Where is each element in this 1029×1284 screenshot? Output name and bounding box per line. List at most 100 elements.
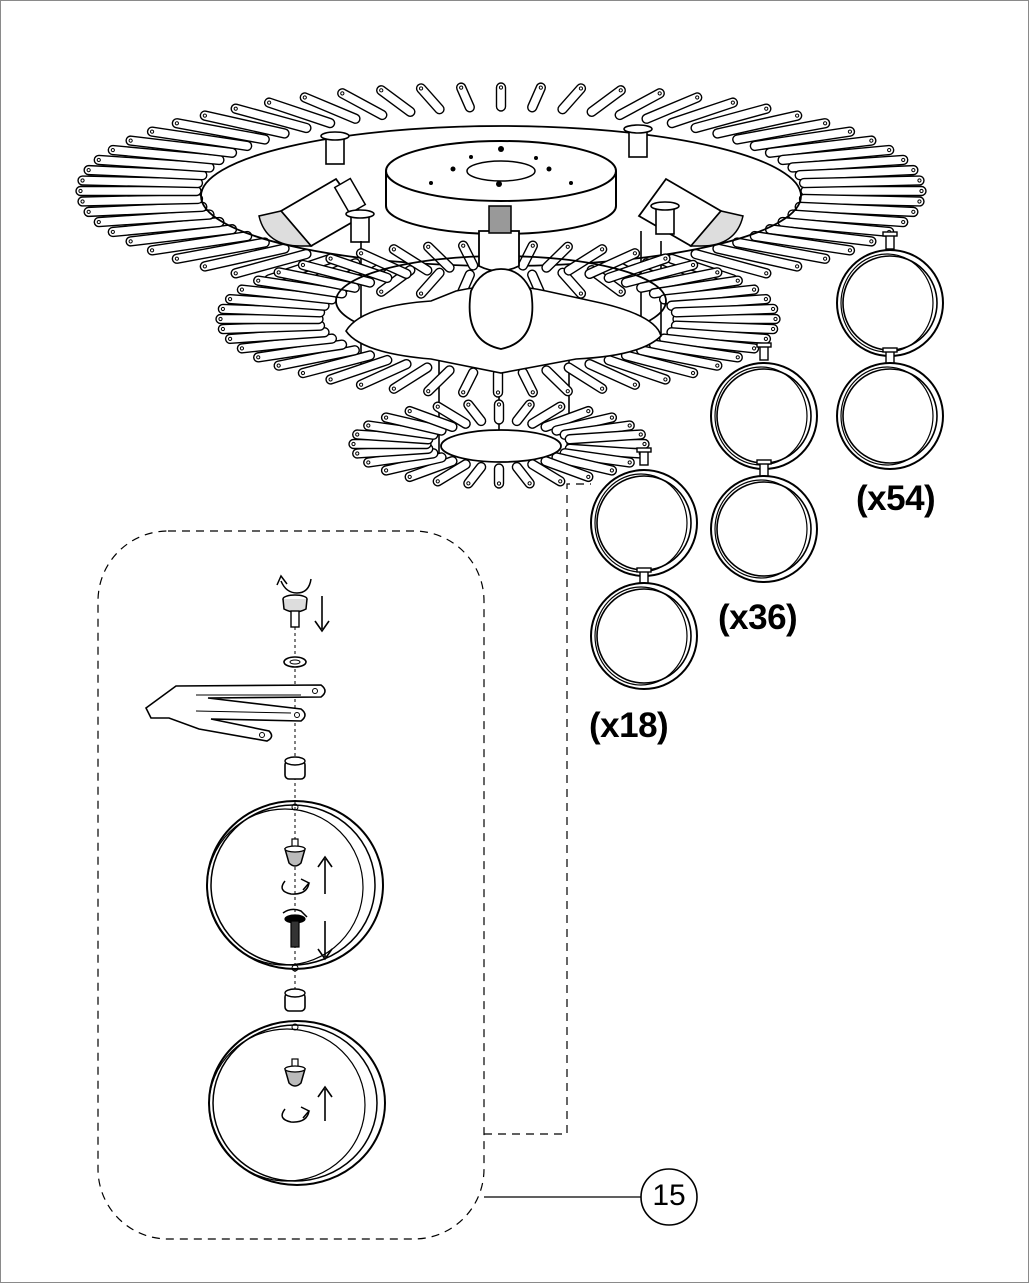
side-lamp-left: [258, 177, 367, 248]
blade: [458, 240, 479, 271]
blade: [415, 267, 445, 299]
blade: [463, 461, 487, 489]
step-number-circle: [640, 1168, 698, 1226]
down-arrow-icon: [317, 921, 333, 961]
blade: [603, 253, 671, 284]
support-posts: [320, 124, 680, 456]
blade: [171, 118, 270, 145]
ring-screw: [282, 908, 308, 948]
rotate-arrow-icon: [276, 574, 312, 594]
blade: [146, 126, 253, 152]
blade: [415, 83, 445, 115]
blade: [557, 83, 587, 115]
chandelier-fixture: [75, 82, 927, 489]
blade: [732, 237, 831, 264]
up-arrow-icon: [317, 855, 333, 894]
blade: [527, 82, 547, 113]
blade: [614, 88, 665, 121]
middle-blade-tier: [215, 240, 781, 398]
step-number: 15: [652, 1179, 686, 1212]
blade: [337, 88, 388, 121]
blade: [199, 110, 290, 139]
nut: [284, 988, 306, 1012]
blade: [458, 367, 479, 398]
blade: [517, 367, 538, 398]
callout-leader-dashed: [484, 483, 591, 1135]
blade: [563, 244, 608, 276]
blade: [230, 103, 312, 134]
blade: [376, 85, 416, 117]
center-lamp: [468, 205, 534, 350]
blade: [107, 144, 225, 166]
ring-column-long: [836, 231, 944, 470]
blade: [749, 126, 856, 152]
rotate-arrow-icon: [281, 878, 311, 895]
blade: [463, 399, 487, 427]
detail-ring-upper: [206, 800, 384, 972]
blade: [712, 243, 803, 272]
blade: [563, 362, 608, 394]
blade: [732, 118, 831, 145]
blade: [199, 243, 290, 272]
blade: [493, 399, 505, 425]
rotate-arrow-icon: [281, 1106, 311, 1123]
blade: [541, 241, 573, 273]
blade: [527, 401, 566, 429]
blade: [493, 463, 505, 489]
blade: [325, 354, 393, 385]
blade: [455, 82, 475, 113]
blade: [404, 405, 458, 433]
quantity-label-long: (x54): [856, 479, 936, 518]
blade: [432, 401, 471, 429]
blade: [670, 303, 779, 318]
blade: [764, 135, 877, 158]
quantity-label-medium: (x36): [718, 598, 798, 637]
blade-bracket: [144, 684, 326, 742]
blade: [712, 110, 803, 139]
blade: [171, 237, 270, 264]
ring-insert: [284, 838, 306, 867]
blade: [564, 429, 646, 445]
quantity-label-short: (x18): [589, 706, 669, 745]
ring-column-short: [590, 447, 698, 690]
blade: [666, 97, 739, 129]
blade: [380, 412, 447, 436]
blade: [299, 92, 361, 124]
blade: [620, 259, 699, 288]
blade: [551, 452, 618, 476]
ring-column-medium: [710, 342, 818, 583]
blade: [511, 461, 535, 489]
blade: [230, 248, 312, 279]
blade: [273, 267, 360, 293]
blade: [540, 455, 594, 483]
down-arrow-icon: [314, 596, 330, 633]
blade: [388, 362, 433, 394]
blade: [798, 175, 925, 189]
nut: [284, 756, 306, 780]
blade: [690, 248, 772, 279]
blade: [492, 368, 504, 398]
side-lamp-right: [637, 177, 744, 248]
blade: [263, 97, 336, 129]
blade: [557, 267, 587, 299]
blade: [641, 92, 703, 124]
blade: [586, 85, 626, 117]
detail-ring-lower: [208, 1020, 386, 1186]
up-arrow-icon: [317, 1085, 333, 1121]
blade: [495, 82, 507, 112]
blade: [527, 459, 566, 487]
blade: [355, 358, 412, 390]
inner-blade-tier: [348, 399, 650, 489]
blade: [125, 135, 238, 158]
blade: [423, 365, 455, 397]
blade: [787, 209, 909, 228]
blade: [325, 253, 393, 284]
blade: [253, 275, 348, 299]
blade: [603, 354, 671, 385]
screw: [282, 594, 308, 628]
blade: [511, 399, 535, 427]
blade: [690, 103, 772, 134]
blade: [93, 154, 215, 173]
